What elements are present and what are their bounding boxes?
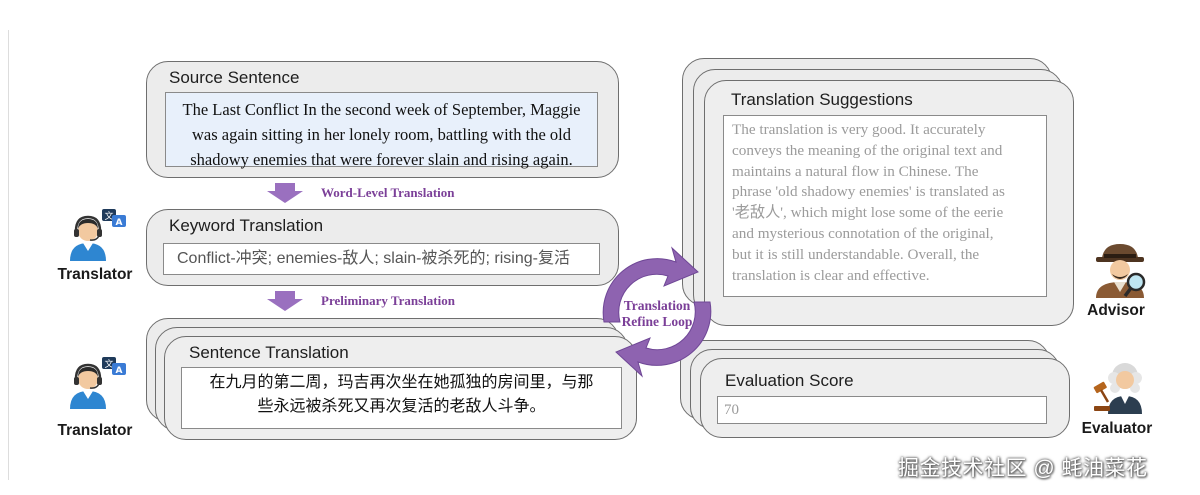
judge-gavel-icon (1093, 363, 1142, 414)
refine-loop-line-1: Translation (623, 298, 691, 313)
evaluation-score-panel: Evaluation Score 70 (700, 358, 1070, 438)
detective-magnifier-icon (1096, 244, 1146, 298)
source-sentence-box: The Last Conflict In the second week of … (165, 92, 598, 169)
suggestion-line: conveys the meaning of the original text… (732, 141, 1003, 159)
svg-text:A: A (116, 366, 123, 376)
down-arrow-icon (267, 183, 303, 203)
translator-label-bottom: Translator (57, 422, 133, 439)
svg-text:A: A (116, 218, 123, 228)
keyword-translation-title: Keyword Translation (169, 216, 324, 235)
keyword-translation-box: Conflict-冲突; enemies-敌人; slain-被杀死的; ris… (163, 243, 600, 275)
suggestion-line: maintains a natural flow in Chinese. The (732, 162, 979, 180)
sentence-line-1: 在九月的第二周，玛吉再次坐在她孤独的房间里，与那 (209, 374, 594, 391)
evaluation-score-box: 70 (717, 396, 1047, 424)
suggestion-line: translation is clear and effective. (732, 266, 930, 284)
source-sentence-title: Source Sentence (169, 68, 300, 87)
svg-text:文: 文 (104, 210, 113, 222)
advisor-label: Advisor (1087, 302, 1145, 319)
suggestion-line: but it is still understandable. Overall,… (732, 245, 980, 263)
translator-headset-icon: 文 A (70, 209, 126, 261)
evaluation-score-title: Evaluation Score (725, 371, 854, 390)
left-border-line (8, 30, 9, 480)
keyword-translation-panel: Keyword Translation Conflict-冲突; enemies… (146, 209, 619, 286)
translator-headset-icon: 文 A (70, 357, 126, 409)
down-arrow-icon (267, 291, 303, 311)
refine-loop-label: Translation Refine Loop (610, 298, 704, 330)
translation-suggestions-panel: Translation Suggestions The translation … (704, 80, 1074, 326)
suggestion-line: and mysterious connotation of the origin… (732, 224, 994, 242)
sentence-line-2: 些永远被杀死又再次复活的老敌人斗争。 (257, 398, 546, 415)
word-level-translation-label: Word-Level Translation (321, 185, 455, 200)
sentence-translation-panel: Sentence Translation 在九月的第二周，玛吉再次坐在她孤独的房… (164, 336, 637, 440)
suggestion-line: '老敌人', which might lose some of the eeri… (732, 204, 1004, 222)
translator-label-top: Translator (57, 266, 133, 283)
circular-refresh-arrows-icon (602, 246, 712, 378)
suggestion-line: The translation is very good. It accurat… (732, 121, 986, 138)
suggestion-line: phrase 'old shadowy enemies' is translat… (732, 183, 1005, 201)
translation-suggestions-title: Translation Suggestions (731, 90, 913, 109)
source-line-1: The Last Conflict In the second week of … (182, 100, 581, 119)
translation-suggestions-box: The translation is very good. It accurat… (723, 115, 1047, 297)
evaluator-label: Evaluator (1081, 420, 1153, 437)
source-line-2: was again sitting in her lonely room, ba… (192, 125, 571, 144)
sentence-translation-box: 在九月的第二周，玛吉再次坐在她孤独的房间里，与那 些永远被杀死又再次复活的老敌人… (181, 367, 622, 429)
svg-text:文: 文 (104, 358, 113, 370)
source-sentence-panel: Source Sentence The Last Conflict In the… (146, 61, 619, 178)
preliminary-translation-label: Preliminary Translation (321, 293, 455, 308)
sentence-translation-title: Sentence Translation (189, 343, 349, 362)
source-line-3: shadowy enemies that were forever slain … (190, 150, 573, 169)
refine-loop-line-2: Refine Loop (621, 314, 693, 329)
watermark-text: 掘金技术社区 @ 蚝油菜花 (898, 457, 1148, 480)
